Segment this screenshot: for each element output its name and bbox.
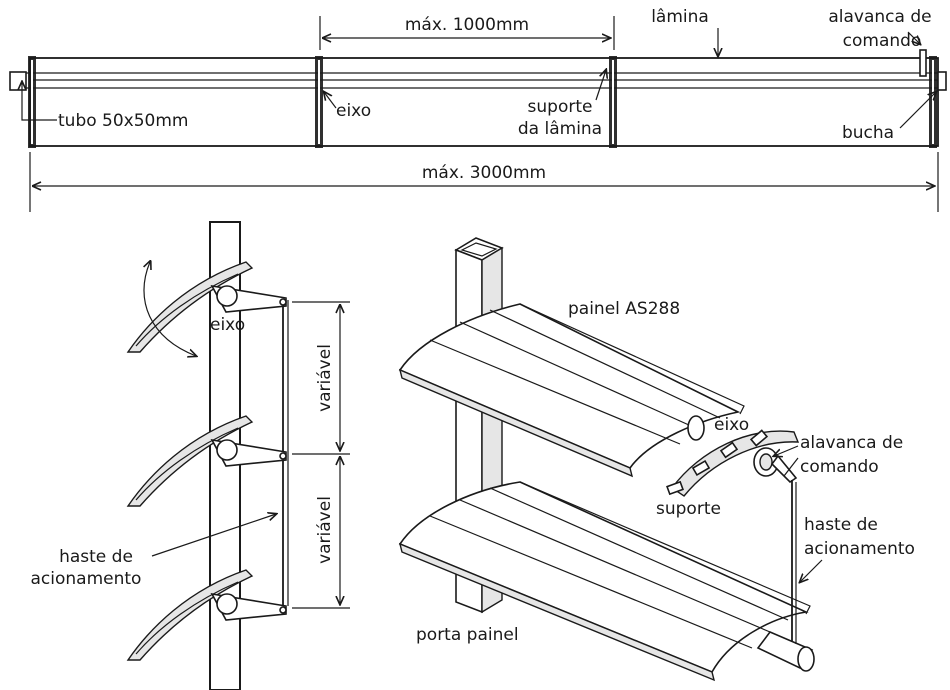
top-axis-label: eixo — [336, 101, 371, 121]
bushing — [937, 71, 947, 91]
iso-rod-label-line2: acionamento — [804, 539, 915, 559]
iso-lower-shaft — [756, 631, 815, 672]
iso-support-bracket — [666, 429, 800, 497]
isometric-view: painel AS288 eixo alavanca de comando su… — [398, 237, 915, 682]
iso-rod-label-line1: haste de — [804, 515, 878, 535]
iso-axis-label: eixo — [714, 415, 749, 435]
side-axis-label: eixo — [210, 315, 245, 335]
panel-label: painel AS288 — [568, 299, 680, 319]
iso-support-label: suporte — [656, 499, 721, 519]
post-4 — [929, 56, 937, 148]
side-blade-2 — [126, 415, 287, 507]
support-label-line1: suporte — [528, 97, 593, 117]
tube-label: tubo 50x50mm — [58, 111, 188, 131]
top-plan-view: máx. 1000mm lâmina alavanca de comando t… — [9, 7, 947, 212]
panel-frame — [29, 57, 939, 147]
support-label-line2: da lâmina — [518, 119, 602, 139]
lever-label-line1: alavanca de — [828, 7, 931, 27]
iso-lever-label-line2: comando — [800, 457, 879, 477]
max-total-label: máx. 3000mm — [422, 163, 546, 183]
control-lever-top — [919, 49, 927, 77]
iso-panel-upper — [398, 303, 745, 478]
side-blade-3 — [126, 569, 287, 661]
rotation-arrow — [144, 262, 196, 356]
variable-label-2: variável — [315, 496, 335, 564]
post-1 — [28, 56, 36, 148]
post-2 — [315, 56, 323, 148]
lever-label-line2: comando — [843, 31, 922, 51]
side-rod-label-line2: acionamento — [31, 569, 142, 589]
side-section-view: eixo variável variável haste de acioname… — [31, 221, 350, 690]
lamina-label: lâmina — [651, 7, 709, 27]
side-rod-label-line1: haste de — [59, 547, 133, 567]
iso-panel-lower — [398, 481, 811, 682]
max-span-label: máx. 1000mm — [405, 15, 529, 35]
variable-label-1: variável — [315, 344, 335, 412]
side-blade-1 — [126, 261, 287, 353]
bushing-label: bucha — [842, 123, 894, 143]
tube-end-cap-left — [9, 71, 27, 91]
panel-holder-label: porta painel — [416, 625, 519, 645]
iso-lever-label-line1: alavanca de — [800, 433, 903, 453]
post-3 — [609, 56, 617, 148]
